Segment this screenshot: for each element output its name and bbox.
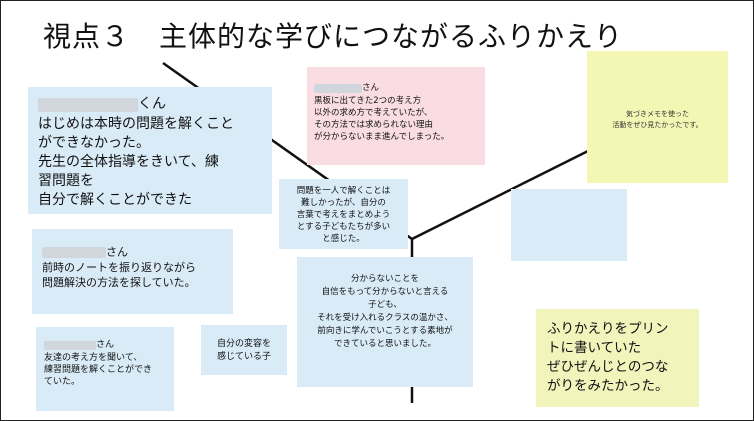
student-name: さん (42, 244, 225, 260)
name-suffix: さん (362, 83, 380, 93)
note-student-1: くん はじめは本時の問題を解くこと ができなかった。 先生の全体指導をきいて、練… (28, 87, 272, 214)
note-text: 友達の考え方を聞いて、 練習問題を解くことができ ていた。 (44, 352, 153, 387)
note-memo-wish: 気づきメモを使った 活動をぜひ見たかったです。 (587, 51, 728, 183)
note-observation-1: 問題を一人で解くことは 難しかったが、自分の 言葉で考えをまとめよう とする子ど… (279, 179, 408, 249)
note-text: 前時のノートを振り返りながら 問題解決の方法を探していた。 (42, 260, 196, 289)
student-name: さん (314, 82, 481, 95)
redacted-name (44, 340, 96, 350)
student-name: さん (44, 339, 169, 352)
note-student-3: さん 友達の考え方を聞いて、 練習問題を解くことができ ていた。 (36, 327, 174, 411)
page-title: 視点３ 主体的な学びにつながるふりかえり (43, 20, 624, 53)
redacted-name (42, 246, 106, 258)
student-name: くん (38, 95, 264, 115)
note-text: 問題を一人で解くことは 難しかったが、自分の 言葉で考えをまとめよう とする子ど… (296, 186, 391, 244)
note-text: はじめは本時の問題を解くこと ができなかった。 先生の全体指導をきいて、練 習問… (38, 115, 234, 208)
redacted-name (314, 83, 362, 93)
note-observation-2: 分からないことを 自信をもって分からないと言える 子ども、 それを受け入れるクラ… (297, 257, 473, 387)
note-student-2: さん 前時のノートを振り返りながら 問題解決の方法を探していた。 (32, 229, 233, 314)
name-suffix: さん (106, 245, 128, 259)
redacted-name (38, 97, 138, 112)
name-suffix: くん (138, 96, 166, 112)
note-self-change: 自分の変容を 感じている子 (201, 325, 287, 375)
y-line-right (411, 145, 597, 241)
note-text: ふりかえりをプリン トに書いていた ぜひぜんじとのつな がりをみたかった。 (547, 321, 669, 394)
note-text: 分からないことを 自信をもって分からないと言える 子ども、 それを受け入れるクラ… (317, 274, 453, 349)
note-empty (511, 189, 627, 261)
note-reflection-print: ふりかえりをプリン トに書いていた ぜひぜんじとのつな がりをみたかった。 (536, 309, 699, 407)
note-text: 黒板に出てきた2つの考え方 以外の求め方で考えていたが、 その方法では求められな… (314, 95, 450, 142)
note-student-5: さん 黒板に出てきた2つの考え方 以外の求め方で考えていたが、 その方法では求め… (307, 67, 485, 165)
note-text: 気づきメモを使った 活動をぜひ見たかったです。 (612, 110, 703, 129)
name-suffix: さん (96, 340, 115, 350)
note-text: 自分の変容を 感じている子 (216, 339, 271, 362)
